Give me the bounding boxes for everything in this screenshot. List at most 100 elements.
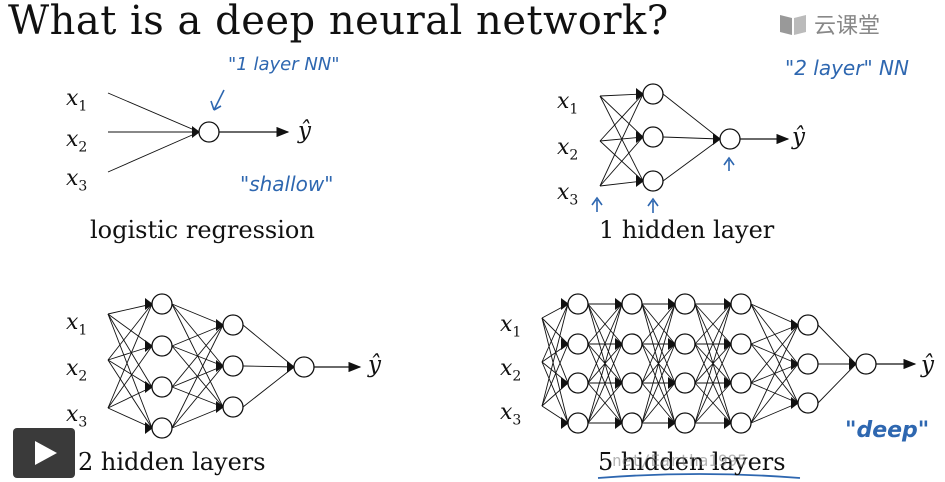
edge-two xyxy=(107,345,153,361)
edge-two xyxy=(107,359,153,429)
neuron-two-layer2-1 xyxy=(216,314,244,336)
neuron-two-layer1-4 xyxy=(145,417,173,439)
edge-one xyxy=(599,95,644,138)
edge-one xyxy=(599,180,644,187)
edge-logistic-output xyxy=(107,131,200,173)
edge-five-output xyxy=(817,324,857,365)
edge-two xyxy=(171,406,224,429)
edge-five xyxy=(587,382,623,424)
annotation-deep: "deep" xyxy=(845,418,930,443)
neuron-five-layer1-3 xyxy=(561,372,589,394)
neuron-one-layer1-2 xyxy=(636,126,664,148)
input-x2-one-hidden: x2 xyxy=(557,135,579,164)
edge-five xyxy=(694,303,732,345)
input-x1-two-hidden: x1 xyxy=(66,310,88,339)
output-yhat-two-hidden: ŷ xyxy=(368,352,381,378)
edge-five xyxy=(694,303,732,424)
output-yhat-one-hidden: ŷ xyxy=(792,124,805,150)
edge-two xyxy=(107,313,153,429)
edge-five xyxy=(587,303,623,345)
edge-one xyxy=(599,95,644,182)
annotation-arrow-one-layer xyxy=(210,89,225,111)
edge-two xyxy=(107,407,153,429)
annotation-arrow-input xyxy=(591,196,603,212)
annotation-two-layer-nn: "2 layer" NN xyxy=(785,56,909,80)
input-x2-five-hidden: x2 xyxy=(500,356,522,385)
edge-five xyxy=(750,324,799,424)
edge-five xyxy=(541,303,569,407)
neuron-five-layer5-2 xyxy=(791,353,819,375)
input-x1-one-hidden: x1 xyxy=(557,89,579,118)
edge-two xyxy=(107,386,153,409)
output-yhat-logistic: ŷ xyxy=(298,118,311,144)
edge-five xyxy=(694,303,732,384)
neuron-five-layer4-2 xyxy=(724,333,752,355)
edge-two xyxy=(107,303,153,361)
annotation-one-layer-nn: "1 layer NN" xyxy=(228,54,340,75)
edge-five xyxy=(587,303,623,424)
edge-five xyxy=(541,317,569,345)
neuron-two-layer1-3 xyxy=(145,376,173,398)
brand-name: 云课堂 xyxy=(814,14,881,39)
play-button[interactable] xyxy=(13,428,75,478)
output-yhat-five-hidden: ŷ xyxy=(921,352,934,378)
edge-two xyxy=(171,365,224,429)
edge-two xyxy=(107,313,153,388)
neuron-five-layer5-3 xyxy=(791,392,819,414)
edge-five xyxy=(694,343,732,424)
neuron-five-layer5-1 xyxy=(791,314,819,336)
neuron-five-layer2-1 xyxy=(615,293,643,315)
output-neuron-five xyxy=(849,353,877,375)
neuron-two-layer1-2 xyxy=(145,335,173,357)
edge-five xyxy=(750,324,799,345)
edge-one xyxy=(599,93,644,142)
brand-logo: 云课堂 xyxy=(778,8,880,40)
edge-one-output xyxy=(662,138,721,182)
edge-logistic-output xyxy=(107,92,200,133)
edge-five xyxy=(750,303,799,365)
input-x3-logistic: x3 xyxy=(66,166,88,195)
underline-five-hidden xyxy=(597,473,801,479)
edge-two xyxy=(107,313,153,347)
annotation-shallow: "shallow" xyxy=(240,172,334,196)
input-x3-two-hidden: x3 xyxy=(66,402,88,431)
edge-two xyxy=(171,324,224,388)
neuron-five-layer4-1 xyxy=(724,293,752,315)
caption-one-hidden-layer: 1 hidden layer xyxy=(599,216,775,244)
neuron-five-layer2-2 xyxy=(615,333,643,355)
edge-one xyxy=(599,93,644,97)
watermark: net/Eartha1995 xyxy=(612,451,747,470)
edge-five-output xyxy=(817,363,857,404)
neuron-five-layer3-3 xyxy=(668,372,696,394)
edge-five xyxy=(641,382,676,424)
output-neuron-two xyxy=(287,356,315,378)
neuron-five-layer1-4 xyxy=(561,412,589,434)
input-x3-five-hidden: x3 xyxy=(500,400,522,429)
edge-two-output xyxy=(242,365,295,368)
neuron-five-layer4-4 xyxy=(724,412,752,434)
edge-two xyxy=(171,324,224,347)
input-x1-logistic: x1 xyxy=(66,86,88,115)
neuron-two-layer1-1 xyxy=(145,293,173,315)
edge-five xyxy=(641,343,676,424)
edge-five xyxy=(750,363,799,424)
input-x2-two-hidden: x2 xyxy=(66,356,88,385)
edge-five xyxy=(750,324,799,384)
edge-five xyxy=(694,382,732,424)
caption-five-hidden-layers: 5 hidden layers xyxy=(598,448,786,476)
input-x3-one-hidden: x3 xyxy=(557,180,579,209)
edge-one-output xyxy=(662,136,721,140)
neuron-two-layer2-2 xyxy=(216,355,244,377)
neuron-five-layer3-1 xyxy=(668,293,696,315)
edge-two xyxy=(107,345,153,409)
neuron-one-layer1-3 xyxy=(636,170,664,192)
edge-two xyxy=(171,324,224,429)
input-x2-logistic: x2 xyxy=(66,127,88,156)
edge-one xyxy=(599,93,644,187)
edge-five xyxy=(641,303,676,345)
edge-five xyxy=(587,303,623,384)
edge-two xyxy=(107,359,153,388)
page-title: What is a deep neural network? xyxy=(8,0,669,44)
edge-five xyxy=(541,343,569,407)
